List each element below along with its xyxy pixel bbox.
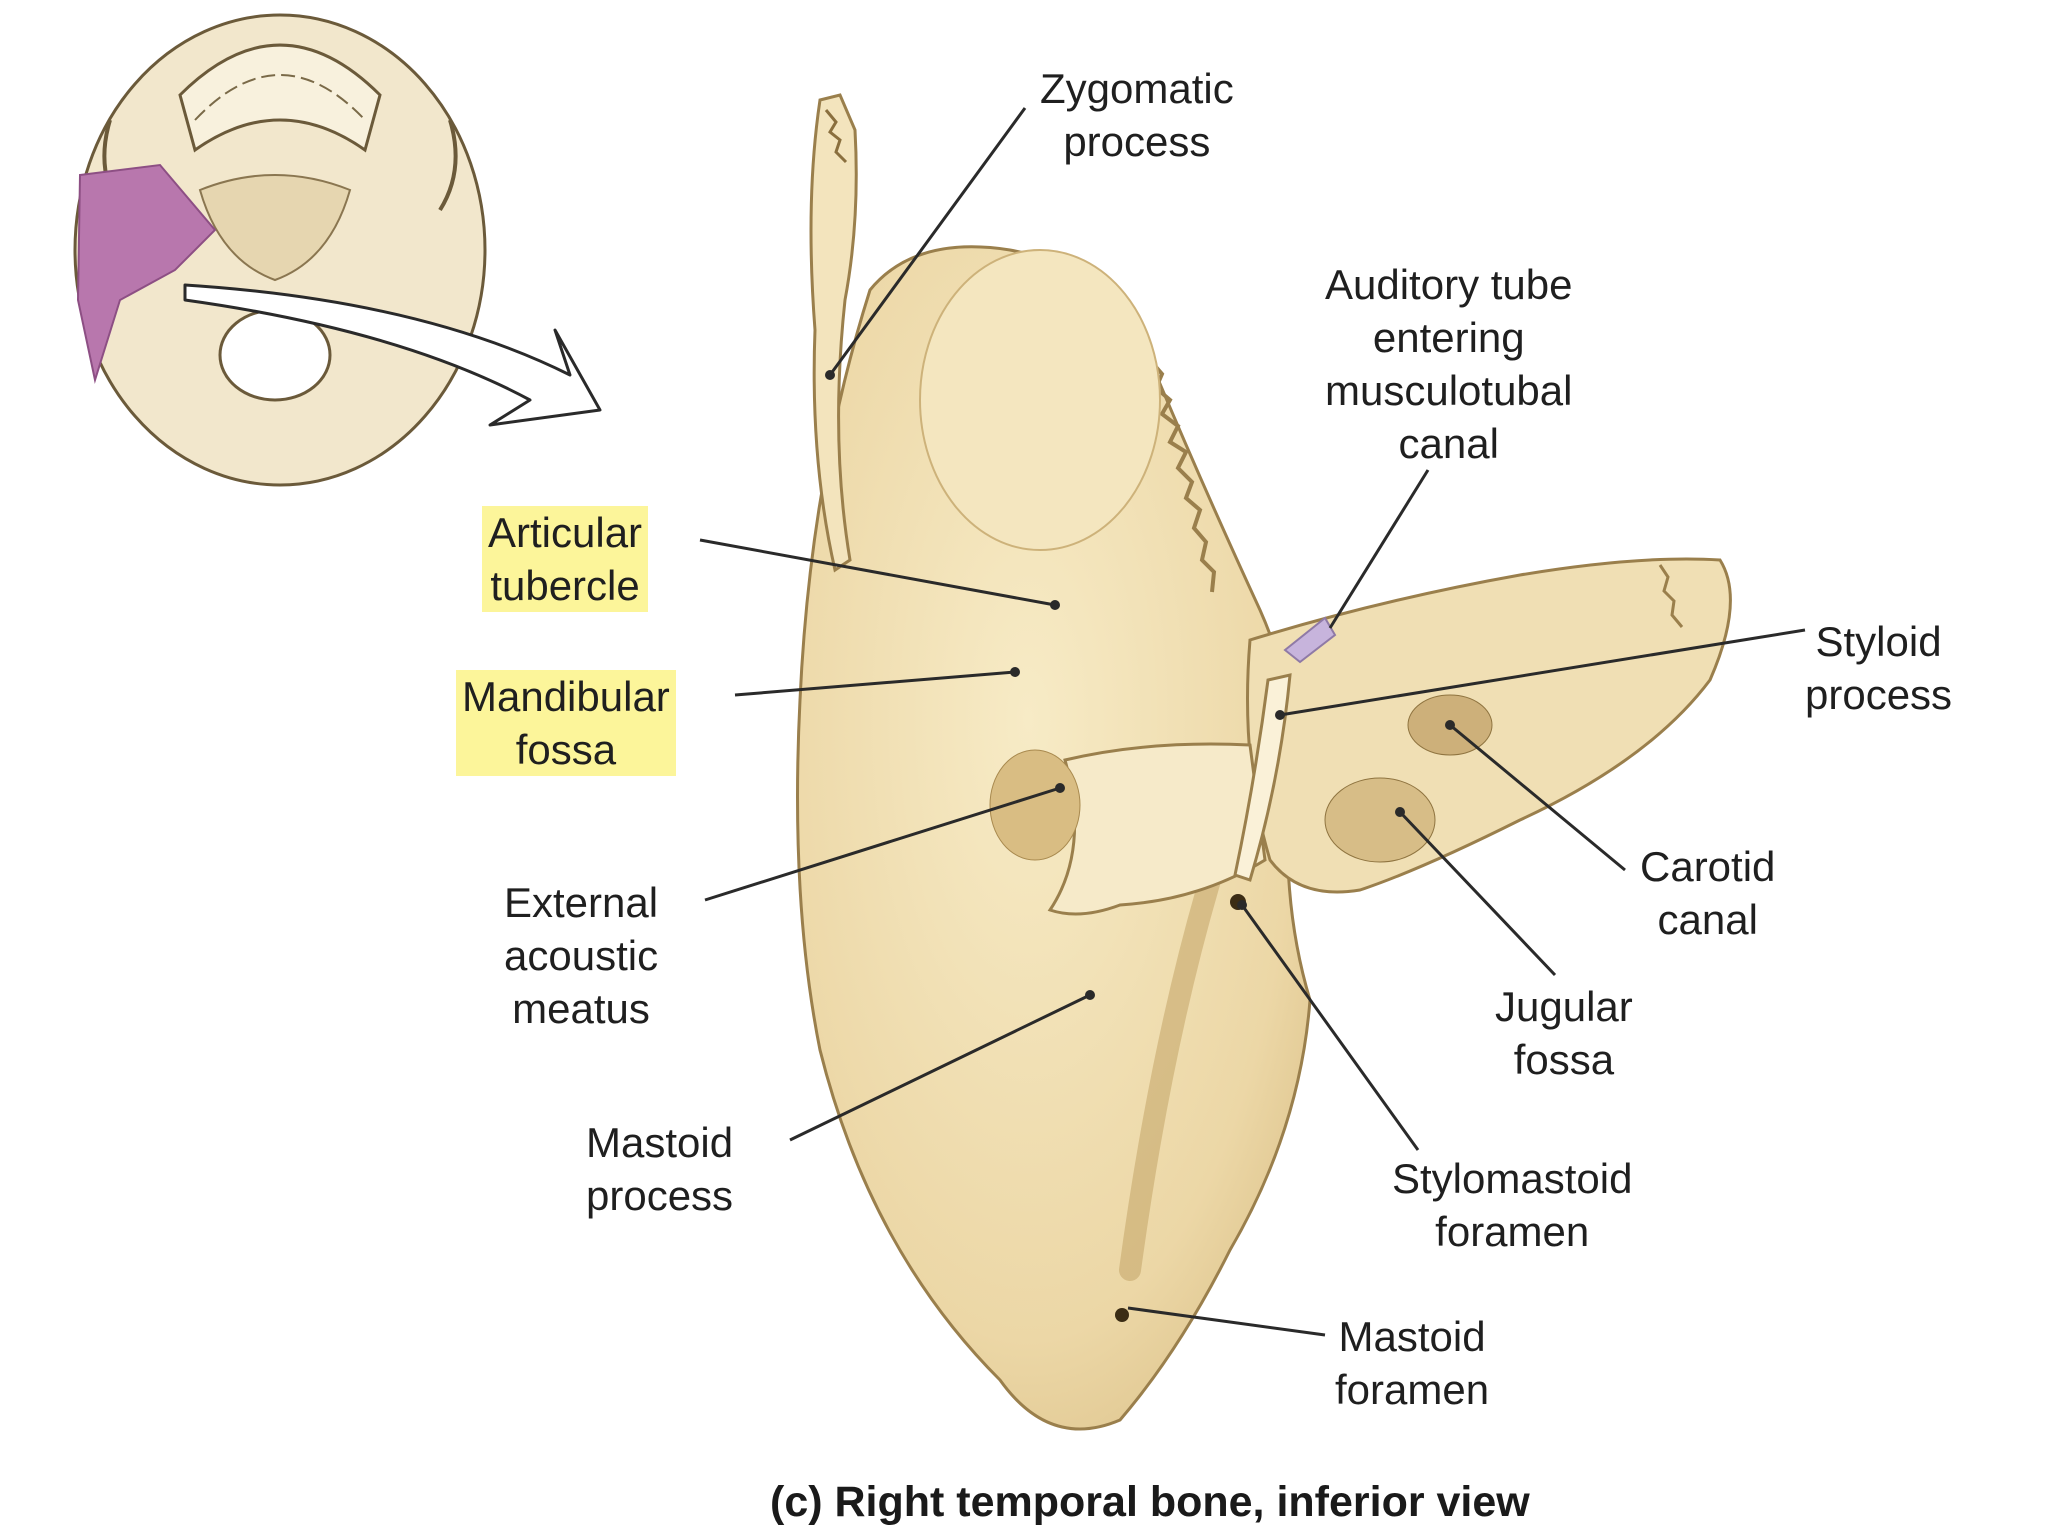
serrated-border <box>1148 358 1217 593</box>
figure-caption: (c) Right temporal bone, inferior view <box>770 1478 1530 1526</box>
label-carotid-canal: Carotid canal <box>1640 843 1776 943</box>
maxilla-teeth <box>178 43 382 153</box>
mastoid-foramen-shape <box>1115 1308 1129 1322</box>
styloid-process-shape <box>1233 673 1292 882</box>
label-mastoid-foramen: Mastoid foramen <box>1335 1313 1490 1413</box>
label-styloid-process: Styloid process <box>1805 618 1953 718</box>
mandibular-fossa-shape <box>919 249 1161 551</box>
leader-zygomatic <box>828 107 1027 376</box>
leader-mastoid-process <box>789 993 1091 1142</box>
label-jugular-fossa: Jugular fossa <box>1495 983 1633 1083</box>
temporal-region-highlight <box>76 163 217 384</box>
leader-mandibular <box>734 670 1016 697</box>
jugular-fossa-shape <box>1324 777 1436 863</box>
leader-auditory <box>1328 469 1430 629</box>
leader-stylomastoid <box>1240 904 1420 1151</box>
leader-mastoid-foramen <box>1127 1306 1326 1337</box>
label-stylomastoid-foramen: Stylomastoid foramen <box>1392 1155 1633 1255</box>
auditory-tube-shape <box>1283 616 1337 664</box>
leader-jugular <box>1398 810 1557 977</box>
label-auditory-tube: Auditory tube entering musculotubal cana… <box>1325 261 1573 467</box>
leader-lines <box>699 107 1806 1337</box>
leader-styloid <box>1279 628 1806 717</box>
leader-articular <box>699 538 1056 607</box>
zygomatic-process-shape <box>809 93 858 573</box>
external-acoustic-meatus-shape <box>989 749 1081 861</box>
skull-inset <box>73 13 602 487</box>
label-zygomatic-process: Zygomatic process <box>1040 65 1234 165</box>
temporal-bone <box>796 93 1732 1431</box>
label-mandibular-fossa: Mandibular fossa <box>456 670 676 776</box>
leader-dots <box>825 370 1455 1000</box>
pointer-arrow <box>183 283 602 427</box>
label-mastoid-process: Mastoid process <box>586 1119 734 1219</box>
label-articular-tubercle: Articular tubercle <box>482 506 649 612</box>
tympanic-plate <box>1047 742 1267 916</box>
label-external-acoustic-meatus: External acoustic meatus <box>504 879 659 1032</box>
leader-carotid <box>1449 723 1626 872</box>
leader-external <box>704 786 1061 902</box>
